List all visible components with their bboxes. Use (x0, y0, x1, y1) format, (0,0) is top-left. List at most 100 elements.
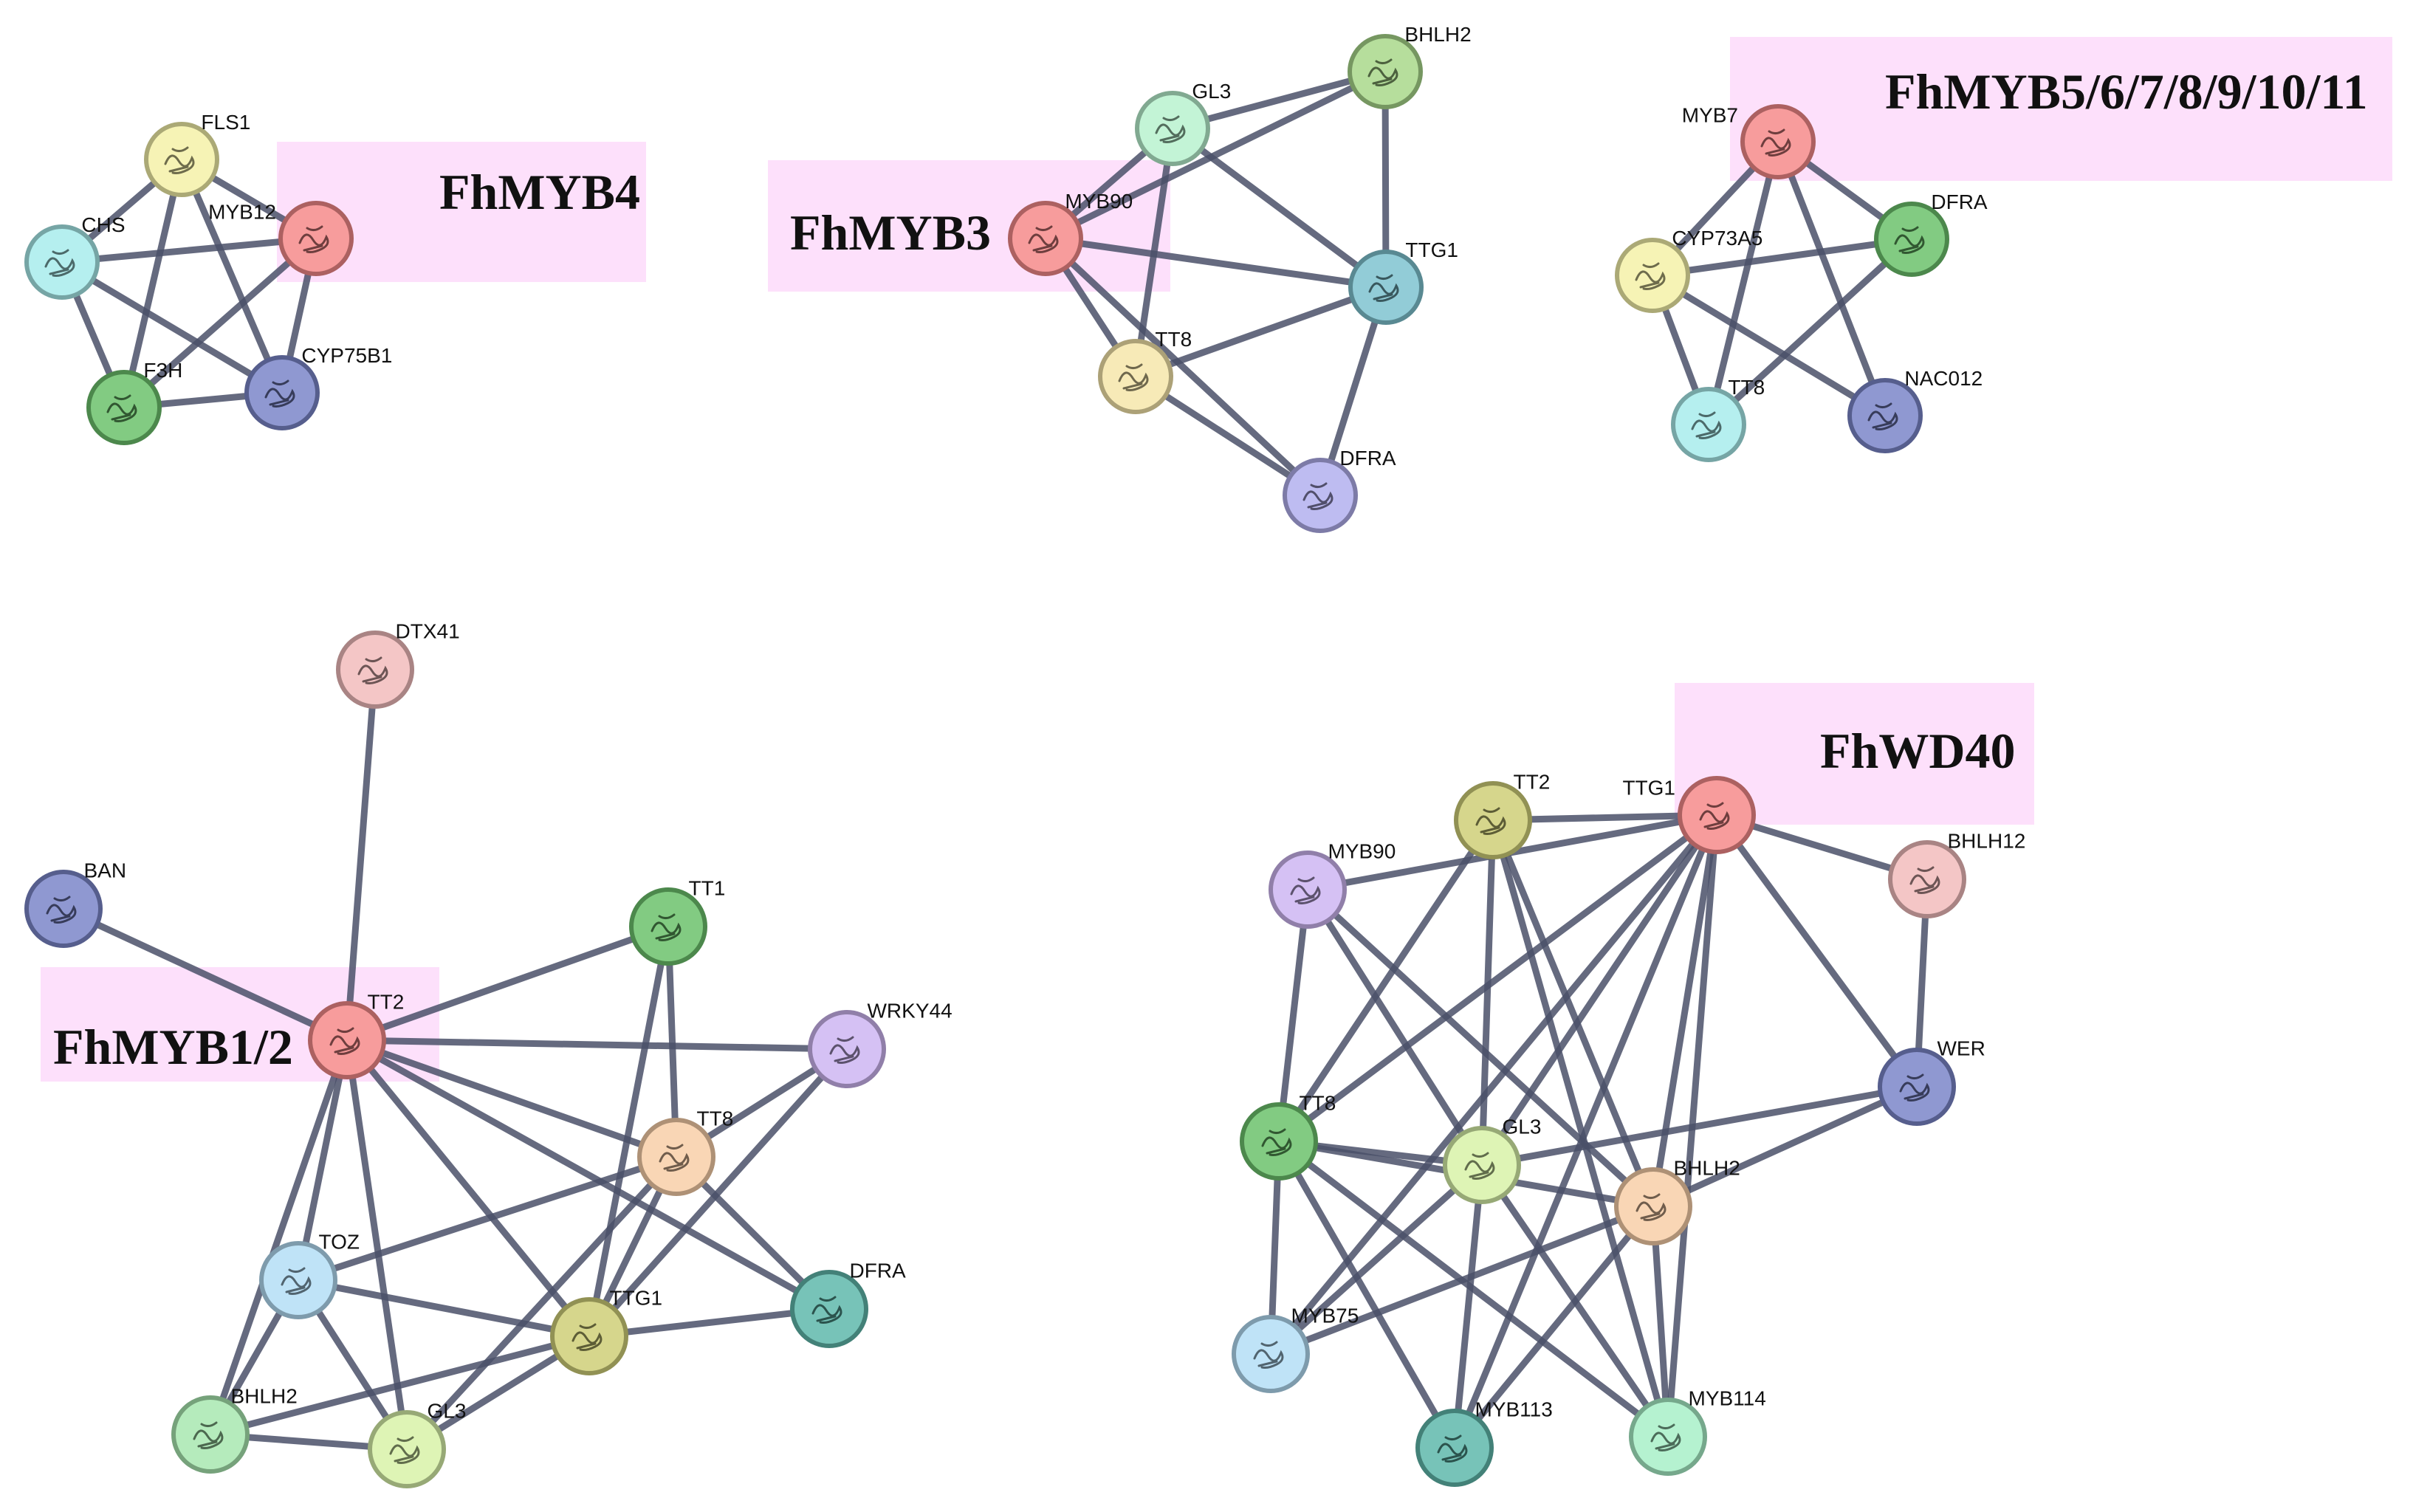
fhmyb3-title-highlight (768, 160, 1170, 292)
protein-structure-icon (659, 1144, 690, 1172)
fhmyb5-node-nac012[interactable]: NAC012 (1847, 367, 1983, 453)
fhmyb4-node-chs[interactable]: CHS (24, 213, 126, 300)
fhmyb12-edge-tt2-tt8 (343, 1037, 680, 1161)
fhmyb12-node-tt2[interactable]: TT2 (308, 991, 404, 1079)
fhmyb5-node-nac012-circle (1847, 378, 1923, 453)
fhwd40-node-gl3-label: GL3 (1503, 1116, 1542, 1138)
fhmyb4-node-fls1[interactable]: FLS1 (144, 111, 250, 197)
fhwd40-node-ttg1[interactable]: TTG1 (1622, 776, 1756, 854)
fhmyb12-node-toz[interactable]: TOZ (259, 1231, 360, 1319)
fhwd40-edges (1267, 811, 1931, 1451)
fhmyb12-edge-tt8-gl3 (403, 1153, 680, 1453)
fhmyb3-node-ttg1-circle (1348, 250, 1424, 325)
node-layer: FLS1CHSMYB12F3HCYP75B1BHLH2GL3MYB90TTG1T… (24, 23, 2026, 1488)
fhmyb4-node-f3h[interactable]: F3H (86, 359, 182, 445)
fhwd40-node-myb114-circle (1629, 1398, 1707, 1476)
fhmyb3-node-dfra-circle (1283, 458, 1358, 533)
protein-structure-icon (357, 656, 388, 684)
fhmyb4-node-myb12[interactable]: MYB12 (208, 201, 354, 276)
fhmyb12-edge-tt2-ttg1 (343, 1037, 593, 1340)
fhwd40-node-tt8-label: TT8 (1300, 1092, 1336, 1115)
protein-structure-icon (1691, 411, 1722, 439)
protein-structure-icon (193, 1421, 224, 1449)
fhwd40-node-tt8[interactable]: TT8 (1240, 1092, 1336, 1181)
fhmyb12-edge-ttg1-bhlh2 (207, 1333, 593, 1438)
fhmyb3-node-tt8[interactable]: TT8 (1098, 328, 1192, 414)
fhmyb5-edge-cyp73a5-dfra (1649, 236, 1915, 279)
fhmyb12-node-wrky44[interactable]: WRKY44 (808, 1000, 952, 1088)
fhmyb4-title: FhMYB4 (439, 164, 640, 220)
fhwd40-edge-myb90-tt8 (1275, 886, 1311, 1145)
fhwd40-node-myb90-label: MYB90 (1328, 840, 1396, 863)
fhmyb5-node-dfra-circle (1874, 202, 1949, 277)
protein-structure-icon (572, 1323, 603, 1351)
fhmyb12-edge-wrky44-ttg1 (586, 1045, 851, 1340)
fhwd40-node-myb114[interactable]: MYB114 (1629, 1387, 1766, 1476)
fhmyb3-node-myb90[interactable]: MYB90 (1008, 190, 1133, 276)
fhmyb12-node-tt1-circle (629, 887, 707, 966)
fhmyb12-node-gl3-label: GL3 (428, 1400, 467, 1423)
fhwd40-edge-ttg1-wer (1713, 811, 1921, 1090)
fhmyb12-node-dtx41-circle (336, 630, 414, 709)
fhmyb4-node-myb12-circle (278, 201, 354, 276)
protein-structure-icon (1867, 402, 1898, 430)
fhmyb4-node-fls1-circle (144, 122, 219, 197)
fhwd40-node-bhlh12[interactable]: BHLH12 (1888, 830, 2026, 918)
fhmyb12-edge-tt2-toz (295, 1037, 351, 1284)
fhmyb5-node-dfra-label: DFRA (1931, 190, 1988, 213)
fhwd40-node-bhlh12-label: BHLH12 (1948, 830, 2026, 853)
fhmyb5-node-myb7[interactable]: MYB7 (1682, 104, 1816, 179)
protein-structure-icon (1760, 128, 1791, 157)
protein-structure-icon (298, 225, 329, 253)
fhmyb12-node-tt1[interactable]: TT1 (629, 877, 725, 966)
fhwd40-node-myb90-circle (1269, 850, 1347, 929)
fhmyb12-edge-tt2-gl3 (343, 1037, 411, 1453)
fhmyb5-node-tt8[interactable]: TT8 (1671, 376, 1765, 462)
fhwd40-edge-gl3-myb75 (1267, 1161, 1486, 1358)
fhmyb12-node-tt8[interactable]: TT8 (637, 1107, 733, 1196)
fhwd40-edge-ttg1-tt8 (1275, 811, 1720, 1145)
fhmyb4-node-chs-label: CHS (81, 213, 125, 236)
fhmyb3-node-bhlh2[interactable]: BHLH2 (1348, 23, 1472, 109)
fhwd40-node-myb75[interactable]: MYB75 (1232, 1305, 1359, 1393)
fhmyb12-node-gl3[interactable]: GL3 (368, 1400, 467, 1488)
fhmyb3-node-gl3[interactable]: GL3 (1135, 80, 1231, 166)
fhwd40-edge-gl3-myb113 (1451, 1161, 1486, 1451)
fhwd40-node-wer[interactable]: WER (1878, 1037, 1985, 1126)
fhmyb12-node-ttg1-label: TTG1 (610, 1287, 663, 1310)
fhwd40-node-myb90[interactable]: MYB90 (1269, 840, 1396, 929)
fhmyb12-node-ban[interactable]: BAN (24, 859, 127, 948)
fhmyb12-node-dfra-circle (790, 1270, 868, 1348)
fhmyb12-edge-tt8-toz (295, 1153, 680, 1284)
fhwd40-edge-wer-bhlh2 (1650, 1083, 1921, 1210)
fhmyb3-node-ttg1[interactable]: TTG1 (1348, 238, 1458, 325)
fhmyb4-node-cyp75b1[interactable]: CYP75B1 (244, 344, 392, 430)
fhmyb12-node-ttg1[interactable]: TTG1 (550, 1287, 663, 1375)
fhmyb5-node-myb7-circle (1740, 104, 1816, 179)
protein-structure-icon (1899, 1073, 1930, 1102)
fhmyb3-node-tt8-circle (1098, 339, 1173, 414)
fhwd40-edge-bhlh2-myb75 (1267, 1203, 1657, 1358)
fhmyb5-node-dfra[interactable]: DFRA (1874, 190, 1988, 277)
fhmyb12-node-bhlh2[interactable]: BHLH2 (171, 1385, 298, 1474)
fhmyb12-node-dfra[interactable]: DFRA (790, 1260, 906, 1348)
fhmyb3-node-dfra[interactable]: DFRA (1283, 447, 1396, 533)
fhwd40-node-myb113[interactable]: MYB113 (1415, 1398, 1553, 1487)
fhwd40-node-ttg1-circle (1678, 776, 1756, 854)
fhmyb5-edge-dfra-tt8 (1705, 236, 1915, 428)
fhmyb3-node-dfra-label: DFRA (1339, 447, 1396, 470)
fhmyb12-edge-toz-ttg1 (295, 1276, 593, 1340)
fhwd40-edge-tt2-tt8 (1275, 817, 1497, 1145)
fhmyb5-node-cyp73a5[interactable]: CYP73A5 (1615, 227, 1762, 313)
fhmyb5-node-nac012-label: NAC012 (1904, 367, 1983, 390)
fhwd40-node-tt2[interactable]: TT2 (1454, 771, 1550, 859)
fhmyb12-node-ban-label: BAN (84, 859, 127, 882)
fhmyb12-node-dtx41[interactable]: DTX41 (336, 620, 460, 709)
fhmyb12-node-bhlh2-circle (171, 1395, 250, 1474)
fhwd40-node-gl3[interactable]: GL3 (1443, 1116, 1542, 1204)
fhwd40-node-bhlh2[interactable]: BHLH2 (1614, 1157, 1740, 1245)
